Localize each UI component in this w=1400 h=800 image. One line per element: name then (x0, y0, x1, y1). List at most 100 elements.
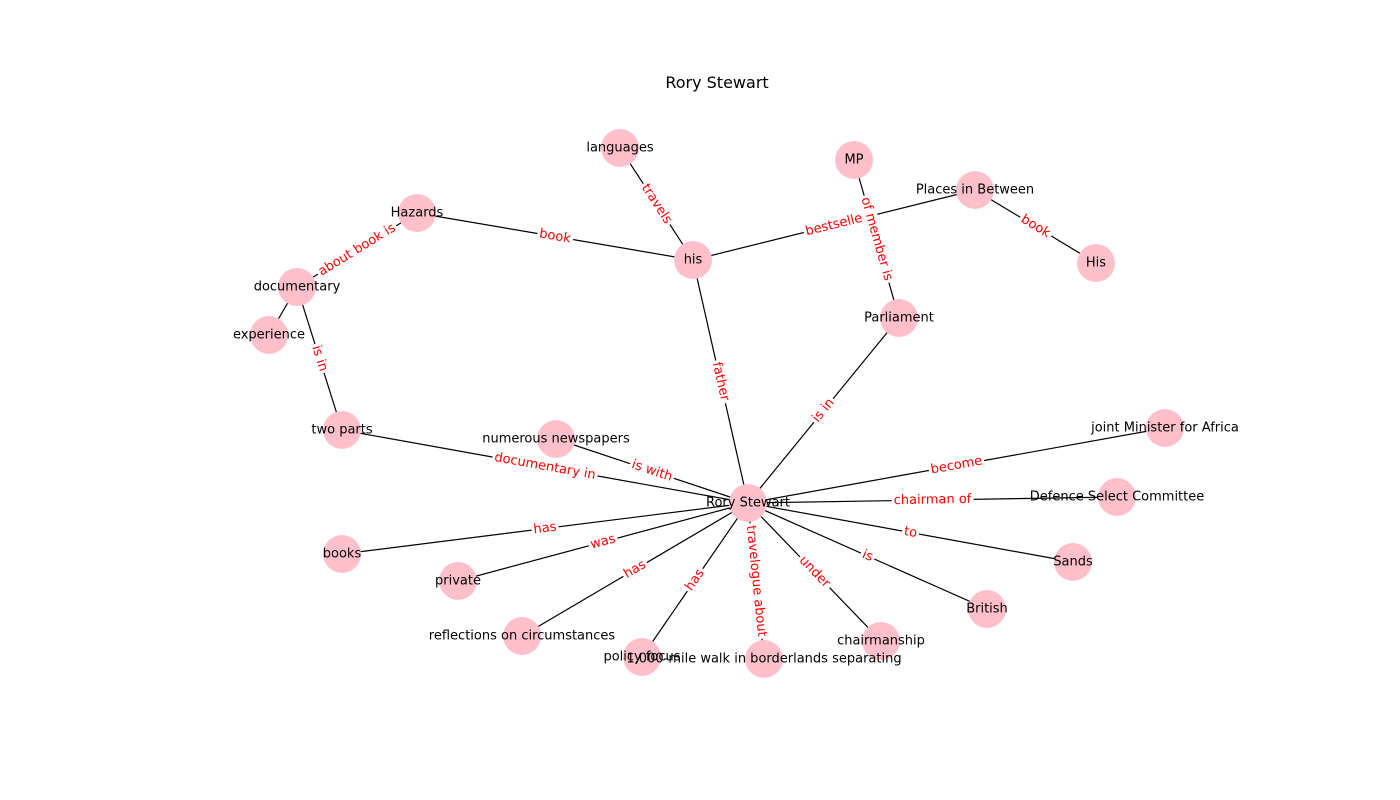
node-books[interactable] (323, 535, 361, 573)
edge-label-background (857, 546, 878, 566)
edge-label-background (794, 551, 835, 593)
node-label-policy: policy focus (603, 650, 680, 665)
node-his[interactable] (674, 241, 712, 279)
node-label-private: private (435, 574, 481, 589)
edge-label-background (307, 341, 332, 376)
node-label-walk: 1,000-mile walk in borderlands separatin… (626, 652, 901, 667)
edge-label-background (530, 519, 560, 538)
edge-label-group: bestselle (802, 210, 866, 240)
node-policy[interactable] (623, 638, 661, 676)
edge-label-group: travels (636, 179, 677, 229)
edge-label-group: become (927, 453, 986, 478)
node-places[interactable] (956, 171, 994, 209)
node-label-twoparts: two parts (311, 423, 372, 438)
edge-label-book: book (538, 226, 572, 246)
edge-label-group: is with (627, 456, 677, 486)
edge-label-group: is in (808, 393, 839, 428)
node-rory[interactable] (729, 484, 767, 522)
node-label-sands: Sands (1053, 555, 1093, 570)
edge-label-was: was (589, 531, 618, 552)
edge-label-background (313, 219, 401, 281)
edge-label-background (627, 456, 677, 486)
edge-label-has: has (533, 520, 558, 538)
edge-label-group: under (794, 551, 835, 593)
node-documentary[interactable] (278, 268, 316, 306)
edge-label-group: travelogue about (742, 522, 770, 640)
edge-label-group: is in (307, 341, 332, 376)
edge-label-documentary-in: documentary in (493, 450, 597, 483)
edge-label-is-with: is with (630, 457, 675, 485)
node-british[interactable] (968, 590, 1006, 628)
node-label-experience: experience (233, 328, 305, 343)
edge-label-is: is (860, 547, 876, 565)
edge-label-become: become (930, 454, 984, 478)
node-his2[interactable] (1077, 244, 1115, 282)
edge-label-about-book-is: about book is (316, 220, 399, 279)
node-parliament[interactable] (880, 299, 918, 337)
node-label-parliament: Parliament (864, 311, 934, 326)
node-minister[interactable] (1146, 409, 1184, 447)
edge-label-father: father (709, 361, 732, 403)
edge-label-travels: travels (638, 181, 675, 227)
node-label-his2: His (1086, 256, 1106, 271)
edge-label-travelogue-about: travelogue about (743, 525, 769, 638)
edge-label-background (708, 358, 733, 405)
node-label-books: books (323, 547, 362, 562)
edge-label-group: about book is (313, 219, 401, 281)
edge-label-group: was (586, 530, 620, 554)
edge-label-background (636, 179, 677, 229)
node-label-reflections: reflections on circumstances (429, 629, 616, 644)
node-label-places: Places in Between (916, 183, 1034, 198)
edge-label-group: to (900, 523, 921, 542)
node-experience[interactable] (250, 316, 288, 354)
edge-label-background (619, 556, 651, 583)
edge-label-group: father (708, 358, 733, 405)
node-label-hazards: Hazards (391, 206, 444, 221)
node-languages[interactable] (601, 129, 639, 167)
edge-label-background (927, 453, 986, 478)
node-walk[interactable] (745, 640, 783, 678)
node-reflections[interactable] (503, 617, 541, 655)
node-label-documentary: documentary (254, 280, 341, 295)
edge-label-group: has (530, 519, 560, 538)
node-label-mp: MP (844, 153, 863, 168)
edge-label-group: documentary in (491, 449, 599, 484)
node-label-languages: languages (586, 141, 654, 156)
edge-label-background (742, 522, 770, 640)
edge-label-background (536, 226, 575, 247)
node-label-british: British (966, 602, 1008, 617)
edge-label-background (681, 564, 709, 596)
node-twoparts[interactable] (323, 411, 361, 449)
node-defence[interactable] (1098, 478, 1136, 516)
node-label-minister: joint Minister for Africa (1090, 421, 1239, 436)
node-sands[interactable] (1054, 543, 1092, 581)
node-newspapers[interactable] (537, 420, 575, 458)
edge-label-group: has (681, 564, 709, 596)
edge-label-to: to (903, 524, 919, 541)
edge-label-group: of member is (856, 193, 897, 285)
graph-title: Rory Stewart (665, 73, 768, 92)
node-layer (250, 129, 1184, 678)
node-chairmanship[interactable] (862, 622, 900, 660)
node-label-defence: Defence Select Committee (1030, 490, 1205, 505)
edge-label-group: book (536, 226, 575, 247)
edge-label-group: chairman of (891, 491, 974, 509)
node-label-his: his (684, 253, 703, 268)
edge-label-bestselle: bestselle (804, 211, 864, 240)
edge-label-background (891, 491, 974, 509)
node-private[interactable] (439, 562, 477, 600)
edge-label-background (1016, 210, 1056, 243)
node-hazards[interactable] (398, 194, 436, 232)
node-label-rory: Rory Stewart (706, 496, 790, 511)
node-label-chairmanship: chairmanship (837, 634, 925, 649)
node-mp[interactable] (835, 141, 873, 179)
edge-label-of-member-is: of member is (857, 196, 895, 283)
edge-label-chairman-of: chairman of (894, 492, 972, 508)
node-label-newspapers: numerous newspapers (482, 432, 630, 447)
edge-label-background (900, 523, 921, 542)
edge-label-background (808, 393, 839, 428)
edge-label-is-in: is in (308, 344, 330, 374)
edge-label-group: book (1016, 210, 1056, 243)
